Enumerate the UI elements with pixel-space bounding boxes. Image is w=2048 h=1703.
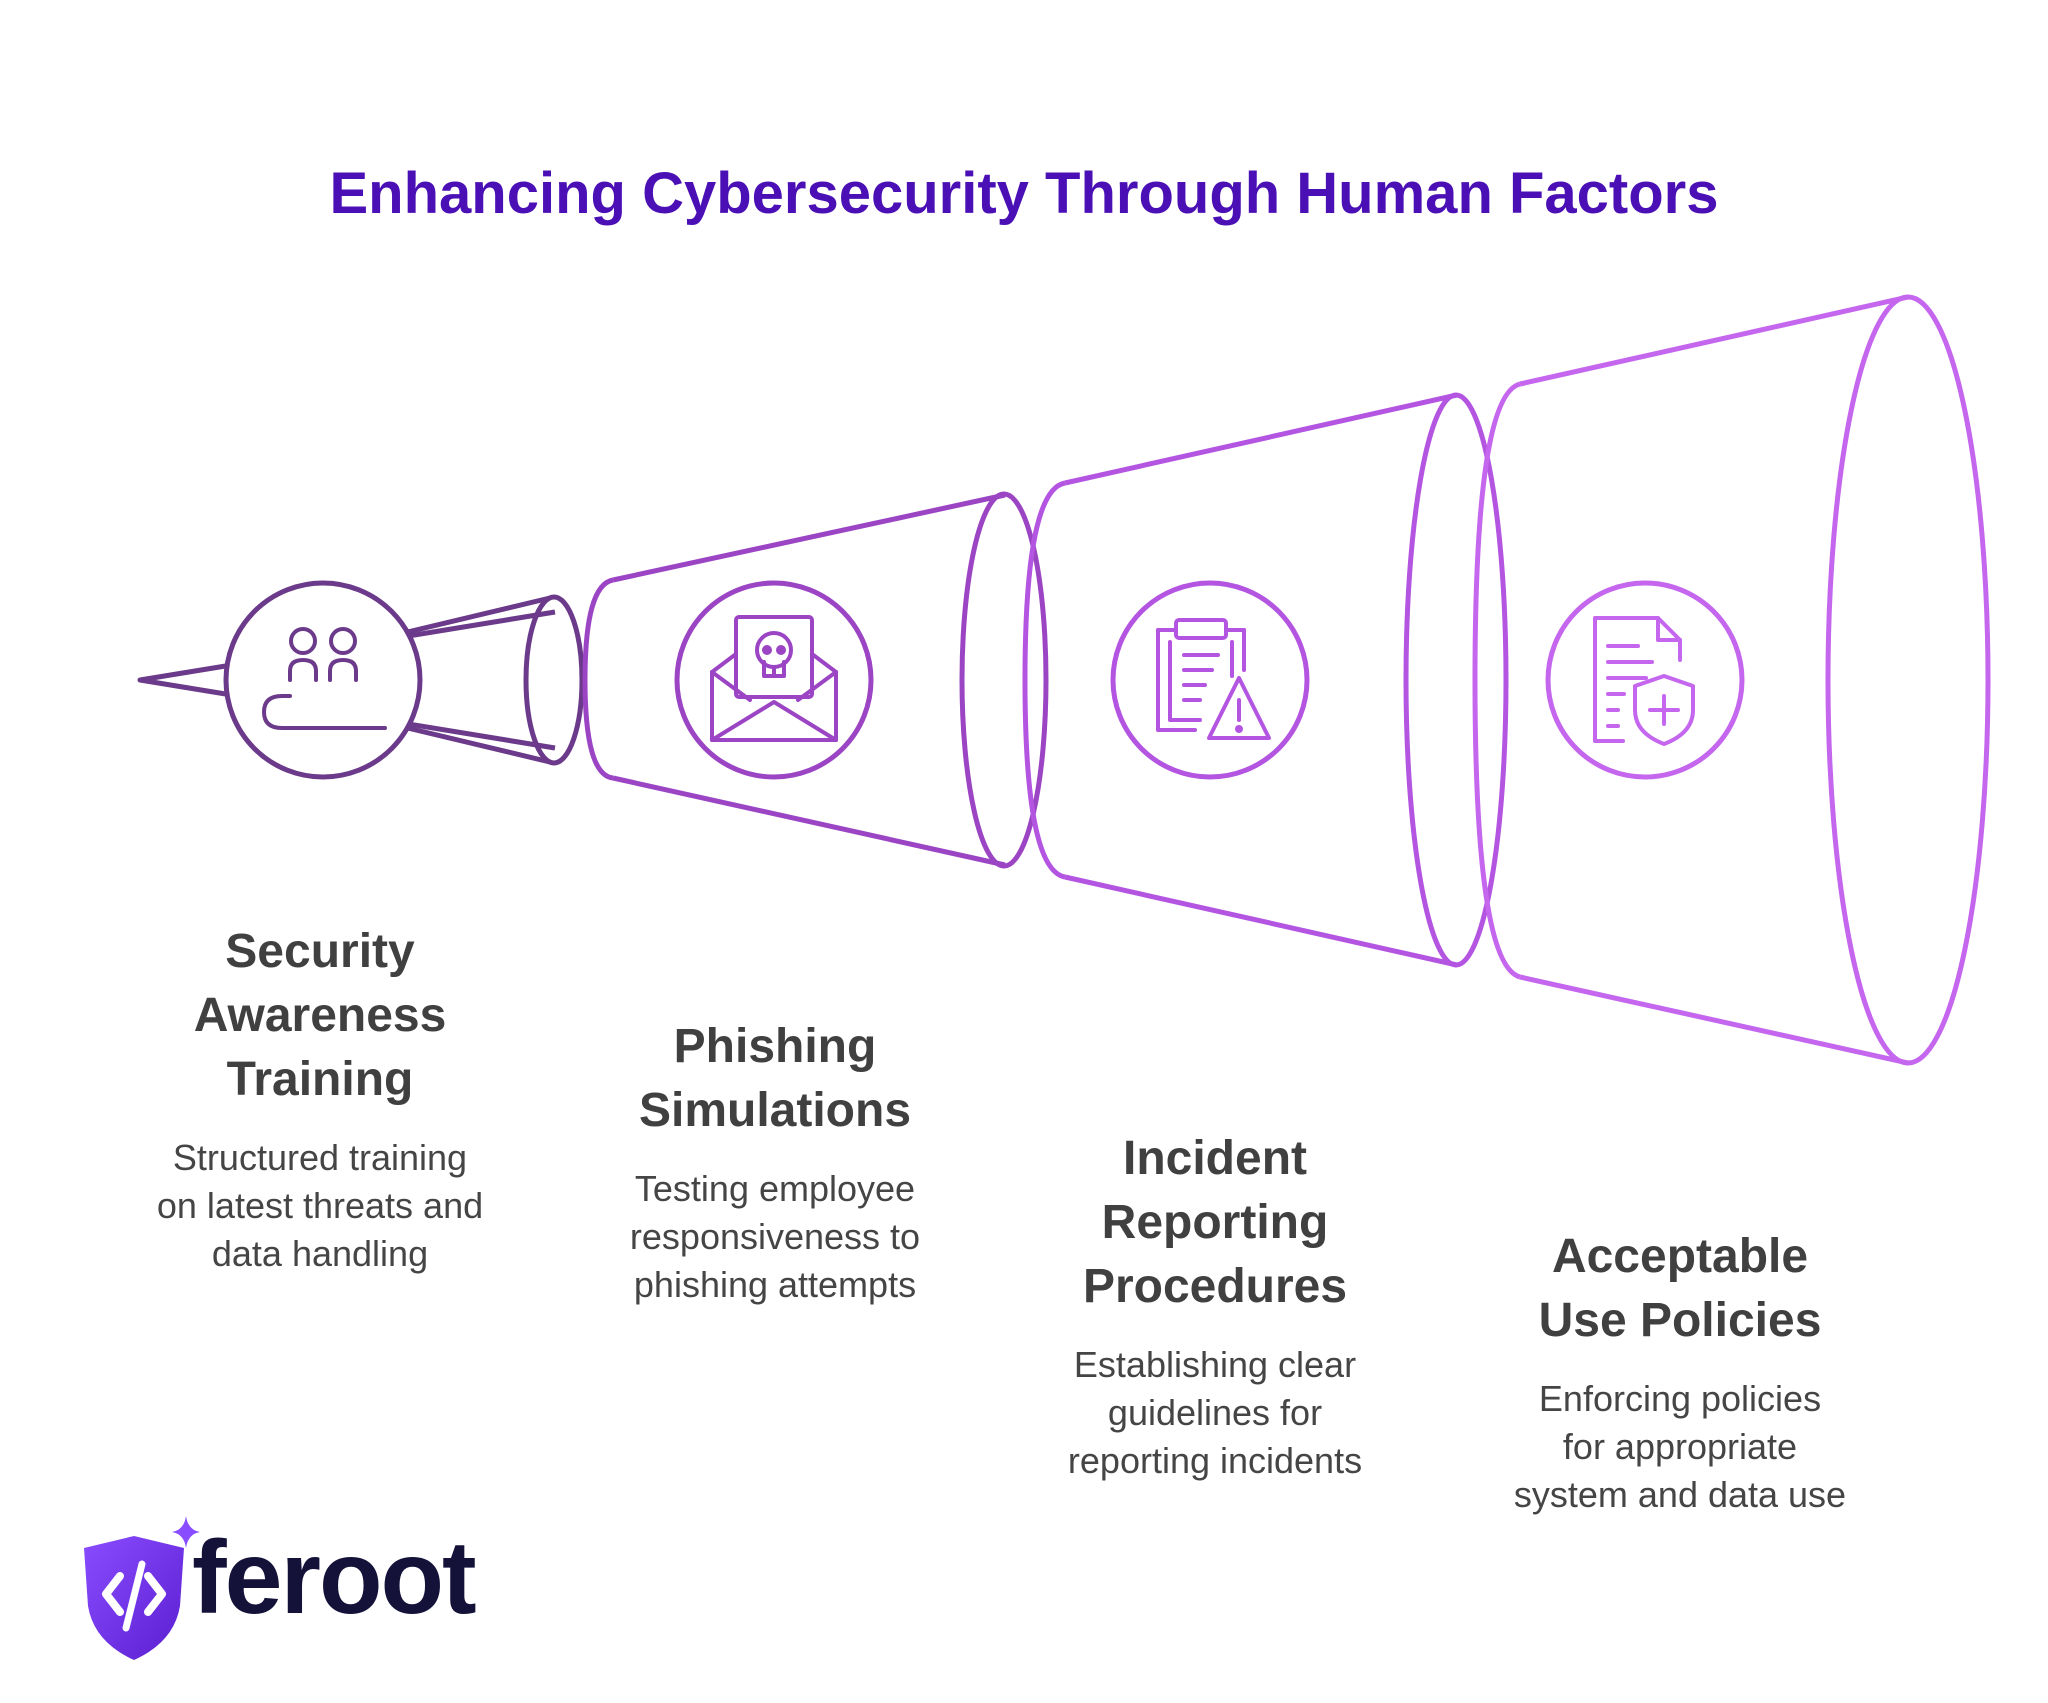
feroot-logo (84, 1516, 200, 1660)
stage-2-text: Phishing Simulations Testing employee re… (545, 1015, 1005, 1309)
people-training-icon (261, 627, 387, 730)
stage-4-heading: Acceptable Use Policies (1538, 1230, 1822, 1347)
stage-2-cone (582, 491, 1049, 869)
shield-code-icon (84, 1516, 200, 1660)
stage-3-cone (1022, 392, 1509, 968)
phishing-envelope-skull-icon (710, 615, 838, 742)
stage-2-icon-circle (674, 580, 874, 780)
stage-1-description: Structured training on latest threats an… (156, 1137, 484, 1274)
stage-2-description: Testing employee responsiveness to phish… (629, 1168, 921, 1305)
stage-3-heading: Incident Reporting Procedures (1082, 1132, 1348, 1313)
stage-4-icon-circle (1545, 580, 1745, 780)
document-shield-icon (1593, 616, 1695, 746)
logo-wordmark: feroot (192, 1520, 477, 1636)
stage-2-heading: Phishing Simulations (638, 1020, 912, 1137)
stage-3-icon-circle (1110, 580, 1310, 780)
clipboard-warning-icon (1156, 618, 1271, 740)
stage-1-text: Security Awareness Training Structured t… (100, 920, 540, 1278)
stage-3-text: Incident Reporting Procedures Establishi… (985, 1127, 1445, 1485)
stage-3-description: Establishing clear guidelines for report… (1067, 1344, 1363, 1481)
stage-1-icon-circle (223, 580, 423, 780)
stage-4-description: Enforcing policies for appropriate syste… (1513, 1378, 1847, 1515)
stage-4-text: Acceptable Use Policies Enforcing polici… (1440, 1225, 1920, 1519)
stage-1-cone (137, 594, 585, 766)
stage-1-heading: Security Awareness Training (193, 925, 447, 1106)
stage-4-cone (1472, 294, 1991, 1066)
diagram-title: Enhancing Cybersecurity Through Human Fa… (329, 161, 1719, 226)
